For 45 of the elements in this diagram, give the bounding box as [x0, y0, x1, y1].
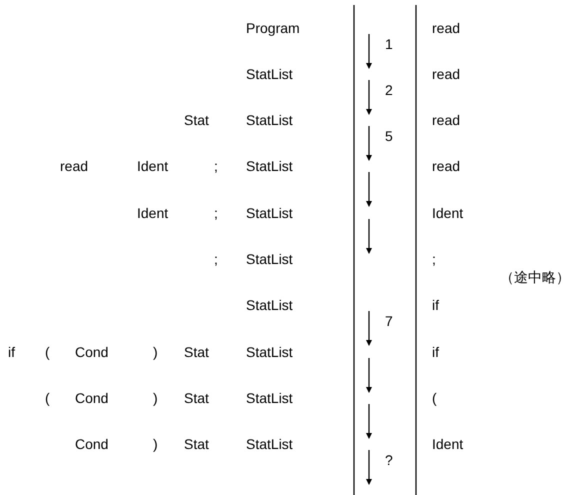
stack-symbol: StatList — [246, 296, 293, 314]
stack-symbol: StatList — [246, 435, 293, 453]
input-symbol: Ident — [432, 204, 464, 222]
stack-symbol: StatList — [246, 204, 293, 222]
stack-symbol: Stat — [184, 343, 209, 361]
stack-symbol: Program — [246, 19, 300, 37]
input-symbol: ( — [432, 389, 437, 407]
stack-symbol: Stat — [184, 111, 209, 129]
input-symbol: if — [432, 343, 439, 361]
step-number: ? — [385, 451, 393, 469]
stack-symbol: ; — [214, 204, 218, 222]
stack-symbol: ; — [214, 250, 218, 268]
stack-symbol: StatList — [246, 250, 293, 268]
stack-symbol: StatList — [246, 111, 293, 129]
stack-symbol: read — [60, 157, 88, 175]
stack-symbol: StatList — [246, 343, 293, 361]
stack-symbol: Cond — [75, 343, 108, 361]
stack-symbol: Stat — [184, 389, 209, 407]
stack-symbol: ) — [153, 435, 158, 453]
stack-symbol: Ident — [137, 204, 168, 222]
stack-symbol: StatList — [246, 389, 293, 407]
stack-symbol: Cond — [75, 435, 108, 453]
stack-symbol: ) — [153, 389, 158, 407]
stack-symbol: Stat — [184, 435, 209, 453]
note-text: （途中略） — [500, 268, 570, 286]
stack-symbol: ( — [45, 343, 50, 361]
stack-symbol: StatList — [246, 65, 293, 83]
step-number: 1 — [385, 35, 393, 53]
step-number: 7 — [385, 312, 393, 330]
stack-symbol: ) — [153, 343, 158, 361]
stack-symbol: ; — [214, 157, 218, 175]
input-symbol: read — [432, 157, 460, 175]
stack-symbol: Ident — [137, 157, 168, 175]
input-symbol: read — [432, 111, 460, 129]
input-symbol: read — [432, 19, 460, 37]
input-symbol: Ident — [432, 435, 464, 453]
stack-symbol: ( — [45, 389, 50, 407]
stack-symbol: if — [8, 343, 15, 361]
step-number: 5 — [385, 127, 393, 145]
step-number: 2 — [385, 81, 393, 99]
input-symbol: read — [432, 65, 460, 83]
input-symbol: if — [432, 296, 439, 314]
input-symbol: ; — [432, 250, 436, 268]
stack-symbol: Cond — [75, 389, 108, 407]
stack-symbol: StatList — [246, 157, 293, 175]
